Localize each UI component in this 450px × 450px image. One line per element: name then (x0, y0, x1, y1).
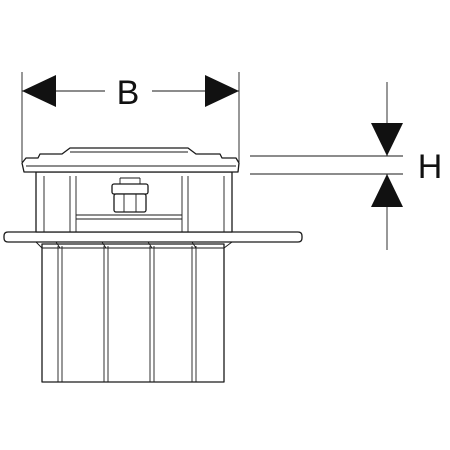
drain-outlet-body (41, 243, 225, 383)
dimension-h: H (250, 82, 442, 250)
drain-flange (3, 231, 303, 243)
nut-top (111, 183, 149, 195)
drain-body (3, 147, 303, 383)
center-nut (111, 177, 149, 213)
dim-b-arrow-left (22, 75, 56, 107)
flange-skirt (35, 241, 233, 249)
flange-rib-marks (55, 241, 197, 249)
dim-h-arrow-top (371, 123, 403, 156)
dim-h-arrow-bottom (371, 174, 403, 207)
dim-b-arrow-right (205, 75, 239, 107)
dim-h-label: H (418, 148, 443, 186)
dim-b-label: B (117, 74, 140, 112)
nut-body (113, 193, 147, 213)
dimension-b: B (21, 72, 240, 162)
